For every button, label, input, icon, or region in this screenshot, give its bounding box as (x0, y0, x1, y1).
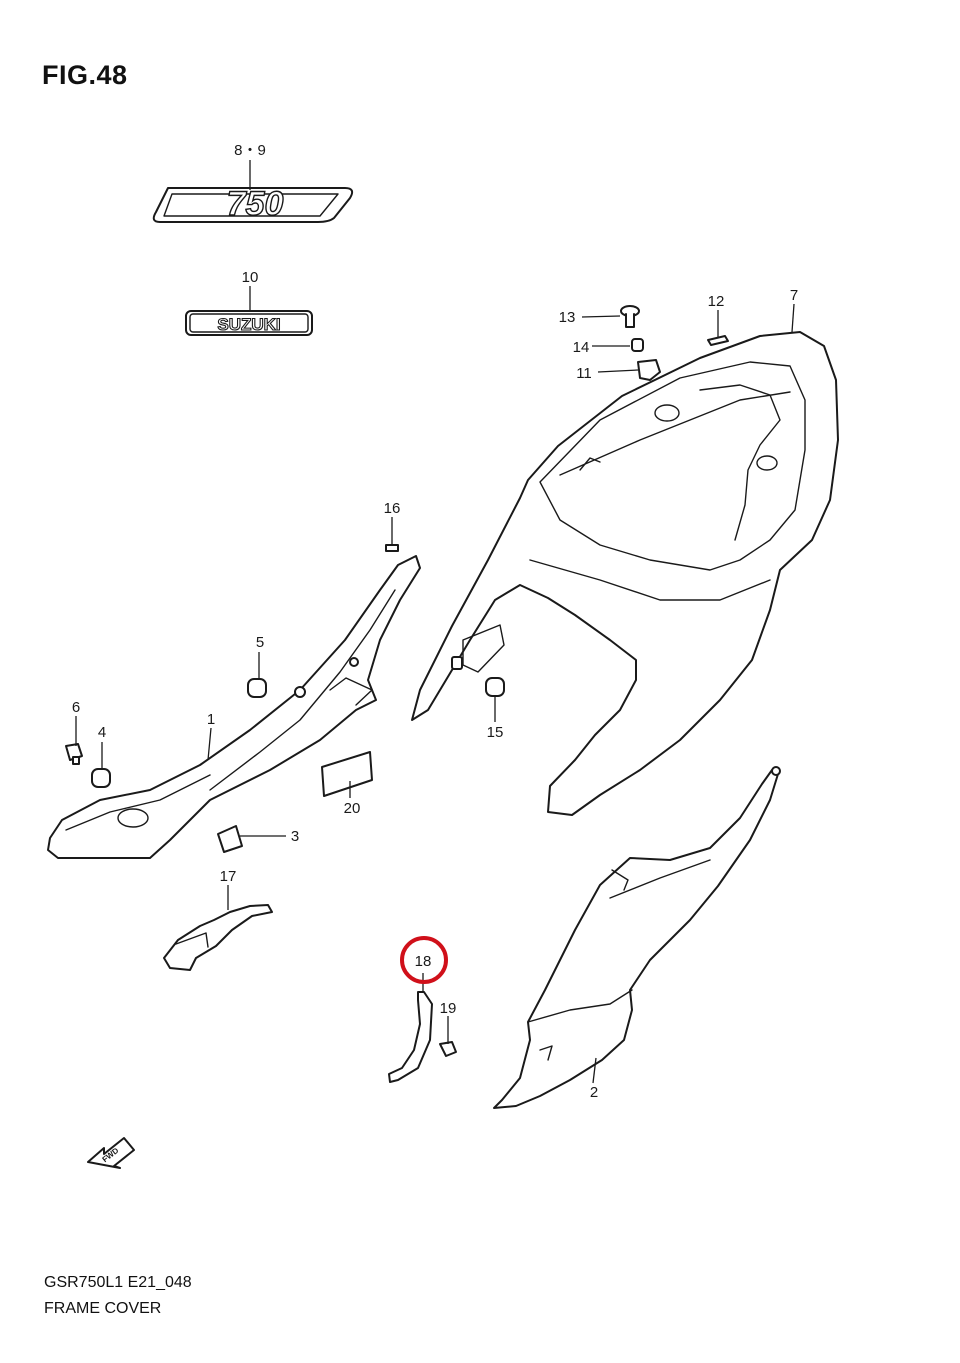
collar-15 (485, 677, 505, 697)
callout-16: 16 (384, 500, 401, 517)
bolt-6 (65, 743, 83, 765)
brand-emblem: SUZUKI (185, 310, 313, 336)
cushion-pad-12 (707, 335, 729, 346)
cushion-20 (321, 751, 373, 797)
callout-7: 7 (790, 287, 798, 304)
fwd-direction-icon: FWD (87, 1137, 135, 1169)
callout-13: 13 (559, 309, 576, 326)
highlight-circle-part-18 (400, 936, 448, 984)
model-emblem-text: 750 (227, 185, 284, 223)
callout-4: 4 (98, 724, 106, 741)
figure-title: FIG.48 (42, 60, 128, 90)
callout-3: 3 (291, 828, 299, 845)
callout-18: 18 (415, 953, 432, 970)
callout-2: 2 (590, 1084, 598, 1101)
strip-18 (388, 991, 433, 1083)
screw-16 (385, 544, 399, 552)
callout-20: 20 (344, 800, 361, 817)
callout-15: 15 (487, 724, 504, 741)
brand-emblem-text: SUZUKI (217, 315, 280, 334)
mounting-screw-13 (620, 305, 640, 328)
bracket-17 (163, 904, 273, 971)
callout-labels: 8・9 10 13 12 7 14 11 16 5 6 4 1 15 20 3 … (72, 142, 798, 1101)
callout-6: 6 (72, 699, 80, 716)
model-code-label: GSR750L1 E21_048 (44, 1274, 192, 1291)
callout-10: 10 (242, 269, 259, 286)
callout-8-9: 8・9 (234, 142, 266, 159)
frame-cover-right (493, 766, 781, 1109)
callout-1: 1 (207, 711, 215, 728)
leader-lines (75, 160, 795, 1084)
callout-17: 17 (220, 868, 237, 885)
section-name-label: FRAME COVER (44, 1300, 162, 1317)
collar-14 (631, 338, 644, 352)
screw-19 (439, 1041, 457, 1057)
cushion-5 (247, 678, 267, 698)
callout-5: 5 (256, 634, 264, 651)
pad-3 (217, 825, 243, 853)
frame-cover-left (47, 555, 421, 859)
callout-19: 19 (440, 1000, 457, 1017)
seat-tail-cowl (411, 331, 839, 816)
grommet-11 (637, 359, 661, 381)
model-emblem: 750 (152, 184, 354, 224)
callout-14: 14 (573, 339, 590, 356)
callout-11: 11 (576, 365, 592, 382)
cushion-4 (91, 768, 111, 788)
callout-12: 12 (708, 293, 725, 310)
